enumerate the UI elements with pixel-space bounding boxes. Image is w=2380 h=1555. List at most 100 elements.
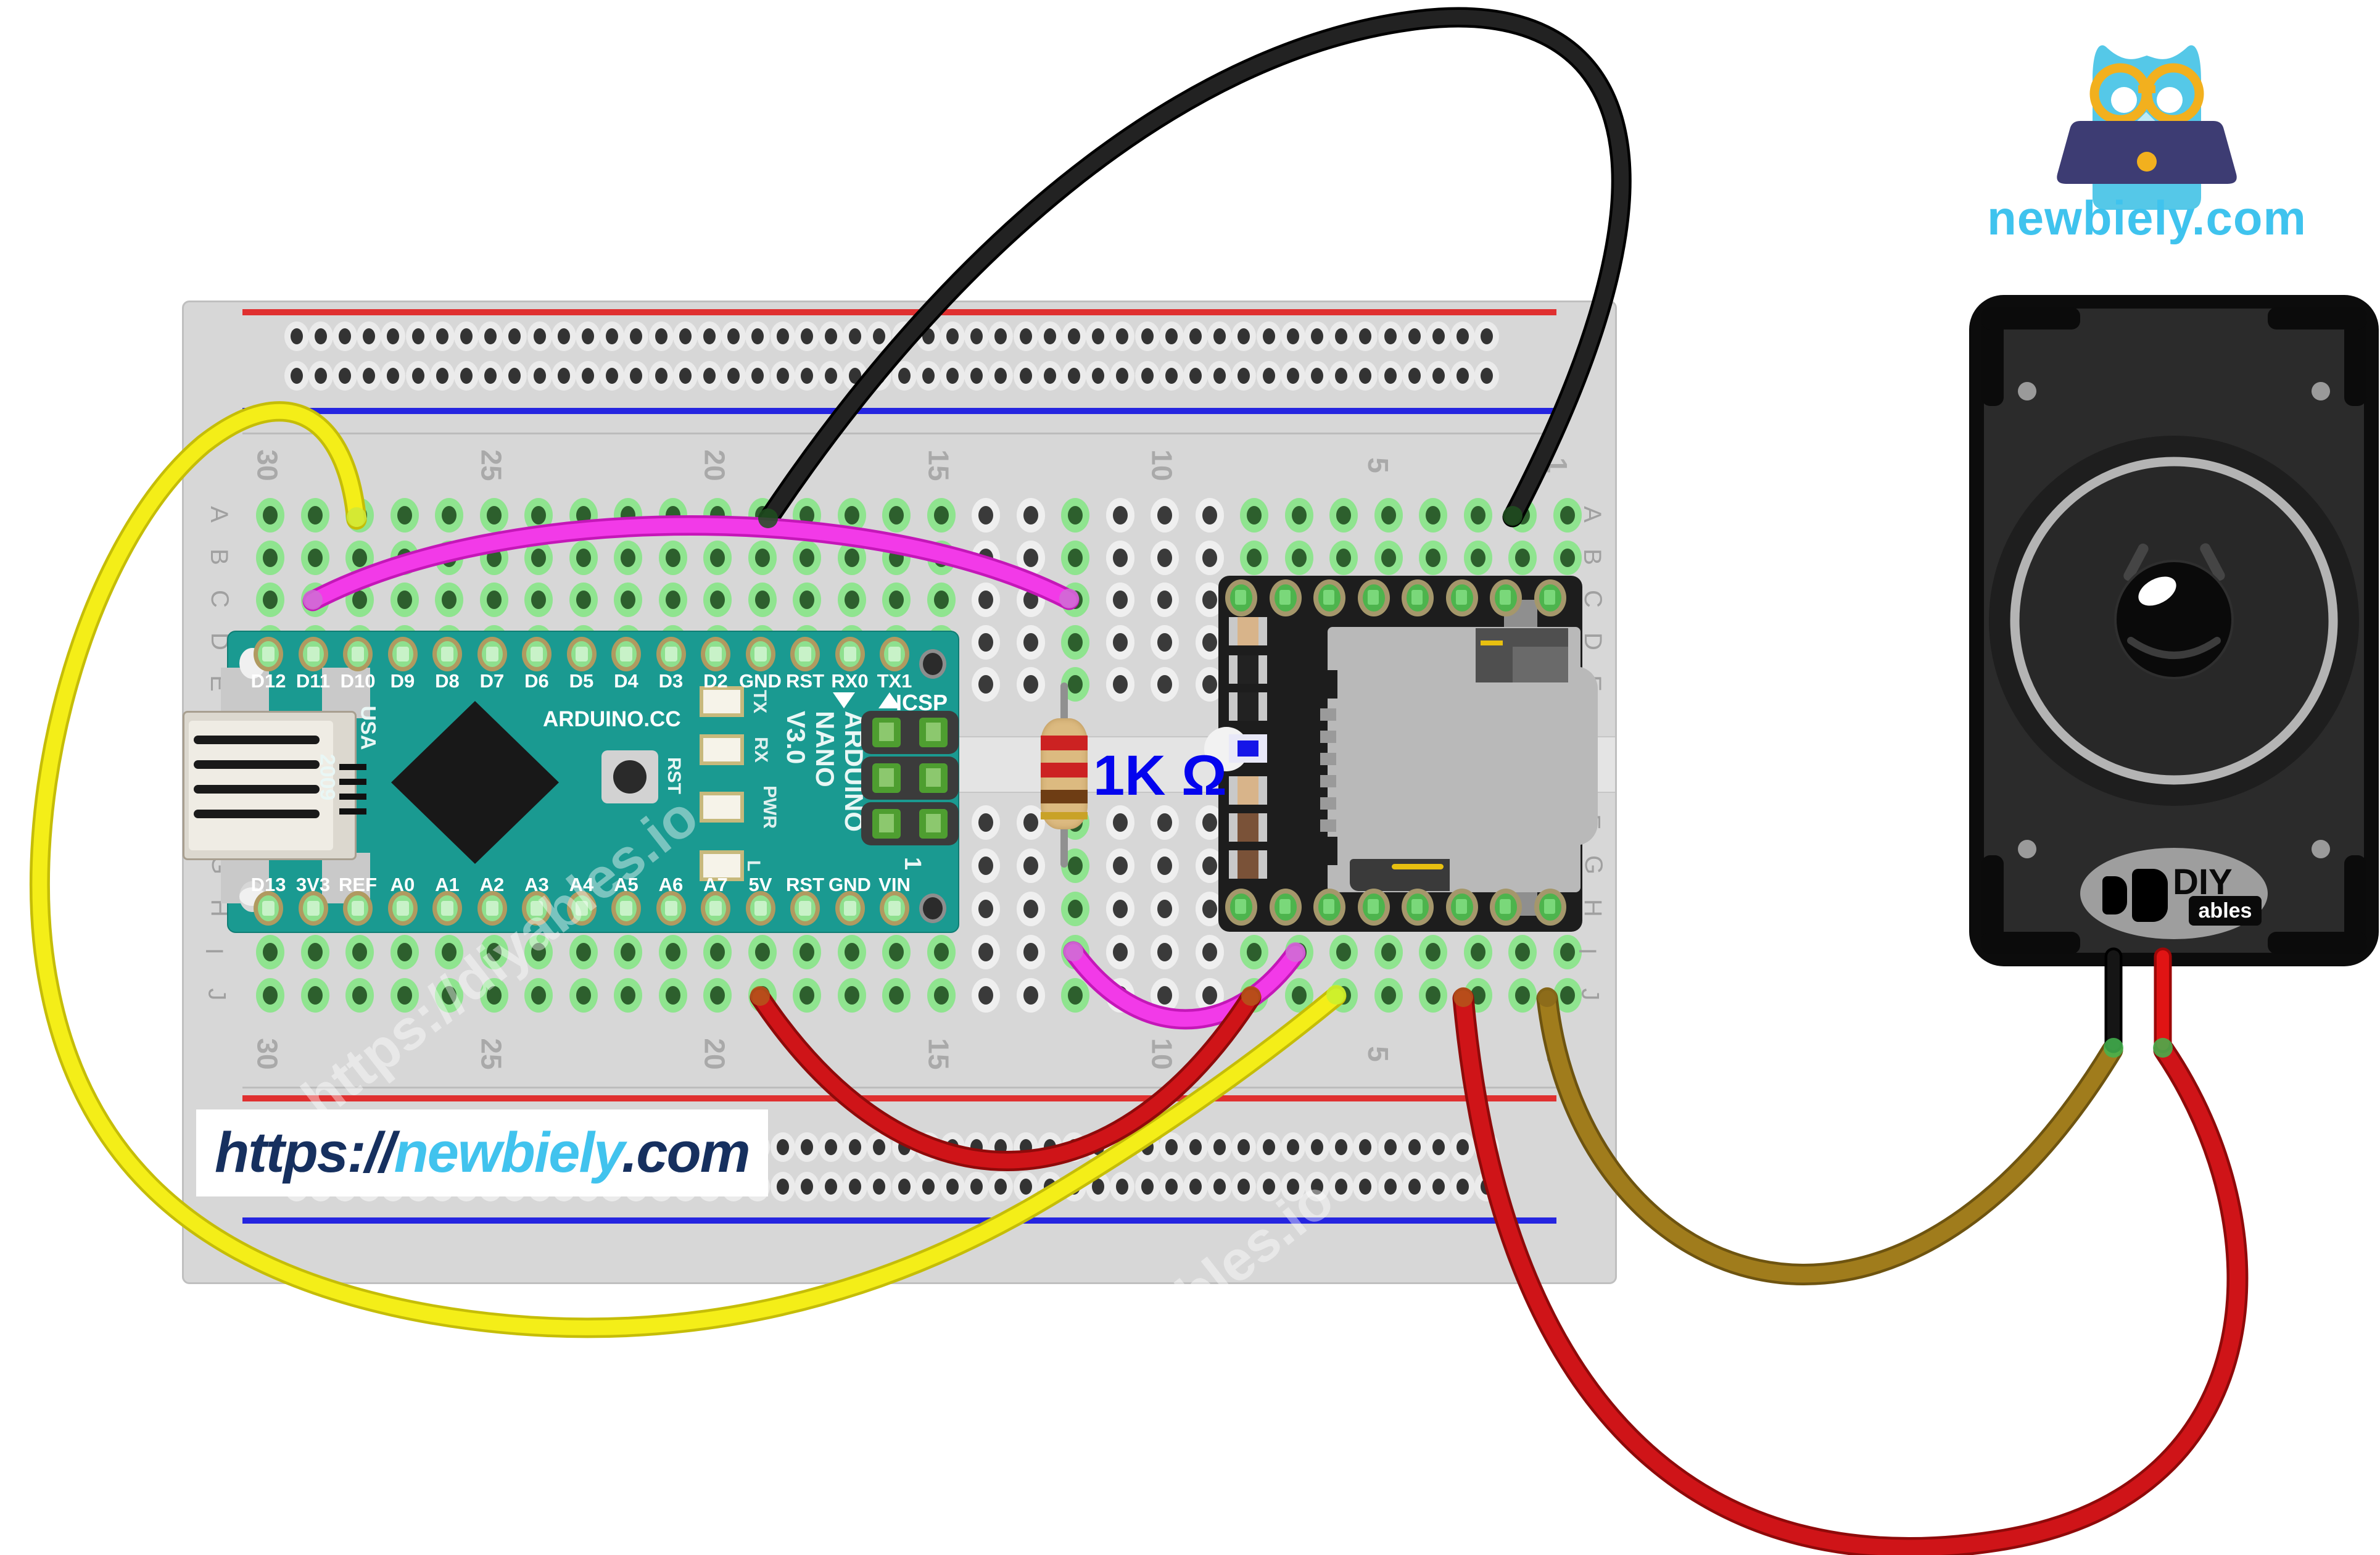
- breadboard-hole: [1016, 541, 1045, 575]
- breadboard-hole: [569, 935, 598, 969]
- breadboard-hole: [972, 978, 1000, 1013]
- rail-hole: [1014, 1172, 1038, 1201]
- rail-hole: [527, 321, 552, 351]
- breadboard-hole: [256, 541, 284, 575]
- breadboard-hole: [345, 978, 374, 1013]
- rail-hole: [771, 1172, 795, 1201]
- rail-hole: [916, 1172, 941, 1201]
- breadboard-hole: [927, 935, 956, 969]
- rail-hole: [1014, 361, 1038, 391]
- row-letter: I: [1574, 947, 1601, 955]
- breadboard-hole: [793, 498, 821, 533]
- nano-pin-gnd: [745, 637, 775, 671]
- breadboard-hole: [882, 583, 911, 617]
- rail-hole: [649, 361, 674, 391]
- breadboard-hole: [658, 978, 687, 1013]
- rail-hole: [843, 1172, 867, 1201]
- breadboard-hole: [837, 498, 866, 533]
- rail-hole: [867, 321, 891, 351]
- breadboard-hole: [1016, 935, 1045, 969]
- dfplayer-pin: [1225, 889, 1257, 926]
- nano-pin-label: A1: [435, 874, 460, 895]
- breadboard-hole: [882, 935, 911, 969]
- sd-slot-bulge: [1555, 666, 1598, 845]
- breadboard-hole: [1105, 541, 1134, 575]
- rail-hole: [1353, 321, 1378, 351]
- breadboard-hole: [1240, 978, 1268, 1013]
- rail-hole: [552, 321, 576, 351]
- breadboard-hole: [1463, 978, 1492, 1013]
- nano-pin-label: D7: [479, 670, 505, 692]
- breadboard-hole: [1151, 892, 1179, 926]
- wire-end-tip: [2153, 1038, 2173, 1058]
- rail-hole: [988, 321, 1013, 351]
- speaker-cone: [1989, 382, 2359, 858]
- sd-slot-latch-step: [1513, 647, 1568, 682]
- arduino-cc-label: ARDUINO.CC: [543, 707, 681, 731]
- breadboard-hole: [927, 978, 956, 1013]
- sd-slot-tooth: [1320, 797, 1336, 810]
- bottom-divider-line: [242, 1087, 1556, 1088]
- column-number: 5: [1361, 457, 1394, 473]
- breadboard-hole: [435, 978, 463, 1013]
- nano-pin-d12: [254, 637, 283, 671]
- rail-hole: [1329, 321, 1353, 351]
- column-number: 20: [698, 1038, 731, 1070]
- top-negative-rail-line: [242, 408, 1556, 414]
- rail-hole: [721, 361, 746, 391]
- rail-hole: [1207, 321, 1232, 351]
- smd-component: [1229, 776, 1267, 805]
- rail-hole: [333, 361, 357, 391]
- rail-hole: [357, 321, 381, 351]
- breadboard-hole: [748, 541, 777, 575]
- nano-pin-label: A6: [658, 874, 684, 895]
- nano-pin-label: D11: [295, 670, 331, 692]
- breadboard-hole: [300, 498, 329, 533]
- nano-pin-d4: [611, 637, 641, 671]
- nano-pin-a0: [387, 891, 418, 926]
- rail-hole: [1086, 321, 1110, 351]
- breadboard-hole: [1105, 892, 1134, 926]
- breadboard-hole: [1061, 978, 1089, 1013]
- breadboard-hole: [1016, 625, 1045, 660]
- row-letter: B: [1578, 549, 1606, 565]
- rail-hole: [673, 321, 698, 351]
- diyables-logo-sub-text: ables: [2198, 899, 2252, 923]
- nano-pin-a4: [566, 891, 597, 926]
- rail-hole: [1378, 321, 1403, 351]
- rail-hole: [843, 361, 867, 391]
- rail-hole: [819, 1132, 843, 1162]
- nano-pin-d13: [254, 891, 283, 926]
- rail-hole: [1474, 361, 1499, 391]
- top-divider-line: [242, 433, 1556, 434]
- usb-contact: [194, 785, 320, 794]
- breadboard-hole: [1463, 498, 1492, 533]
- breadboard-hole: [479, 498, 508, 533]
- rail-hole: [1135, 1172, 1160, 1201]
- rail-hole: [867, 361, 891, 391]
- nano-pin-label: D2: [703, 670, 728, 692]
- rail-hole: [1305, 1172, 1329, 1201]
- column-number: 25: [475, 1038, 508, 1070]
- breadboard-hole: [1284, 498, 1313, 533]
- resistor-body: [1041, 718, 1088, 829]
- wire-brown-speaker-outline: [1536, 987, 2123, 1285]
- top-positive-rail-line: [242, 309, 1556, 315]
- nano-pin-label: VIN: [878, 874, 911, 895]
- rail-hole: [1135, 361, 1160, 391]
- usb-contact: [194, 736, 320, 744]
- nano-pin-label: D12: [250, 670, 286, 692]
- row-letter: J: [1576, 988, 1604, 1001]
- rail-hole: [502, 321, 527, 351]
- breadboard-hole: [793, 583, 821, 617]
- breadboard-hole: [837, 541, 866, 575]
- breadboard-hole: [1151, 805, 1179, 840]
- rail-hole: [867, 1132, 891, 1162]
- breadboard-hole: [479, 978, 508, 1013]
- nano-pin-label: A0: [390, 874, 415, 895]
- rail-hole: [940, 1132, 965, 1162]
- nano-pin-label: D10: [340, 670, 376, 692]
- breadboard-hole: [1284, 935, 1313, 969]
- icsp-pad: [919, 809, 948, 839]
- rail-hole: [1159, 361, 1184, 391]
